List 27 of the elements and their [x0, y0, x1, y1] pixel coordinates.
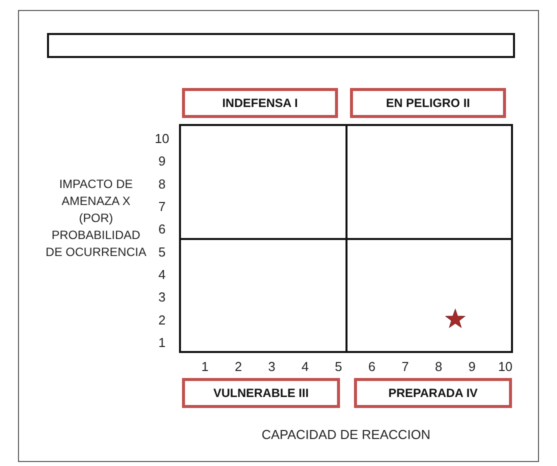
tick-label: 2 [158, 312, 166, 328]
tick-label: 4 [158, 267, 166, 282]
tick-label: 8 [158, 176, 166, 192]
tick-label: 1 [201, 359, 209, 374]
tick-label: 8 [434, 359, 442, 374]
tick-label: 7 [402, 359, 409, 374]
tick-label: 3 [158, 290, 166, 305]
tick-label: 7 [158, 198, 166, 214]
tick-label: 1 [158, 335, 166, 350]
tick-label: 2 [234, 359, 242, 374]
tick-label: 10 [154, 130, 170, 146]
tick-label: 6 [368, 359, 376, 374]
tick-label: 5 [158, 244, 166, 260]
quadrant-label-box: INDEFENSA I [182, 88, 338, 118]
tick-label: 9 [158, 154, 166, 169]
tick-label: 3 [268, 359, 276, 374]
tick-label: 5 [334, 359, 342, 374]
axis-title: IMPACTO DE AMENAZA X (POR) PROBABILIDAD DE OCURRENCIA [44, 176, 148, 261]
quadrant-label-box: PREPARADA IV [354, 378, 512, 408]
quadrant-label-box: VULNERABLE III [182, 378, 340, 408]
tick-label: 6 [158, 222, 166, 237]
tick-label: 4 [302, 359, 309, 374]
axis-title: CAPACIDAD DE REACCION [260, 426, 432, 443]
tick-label: 10 [498, 359, 513, 374]
quadrant-label-box: EN PELIGRO II [350, 88, 506, 118]
tick-label: 9 [468, 359, 476, 374]
title-box [47, 33, 515, 58]
